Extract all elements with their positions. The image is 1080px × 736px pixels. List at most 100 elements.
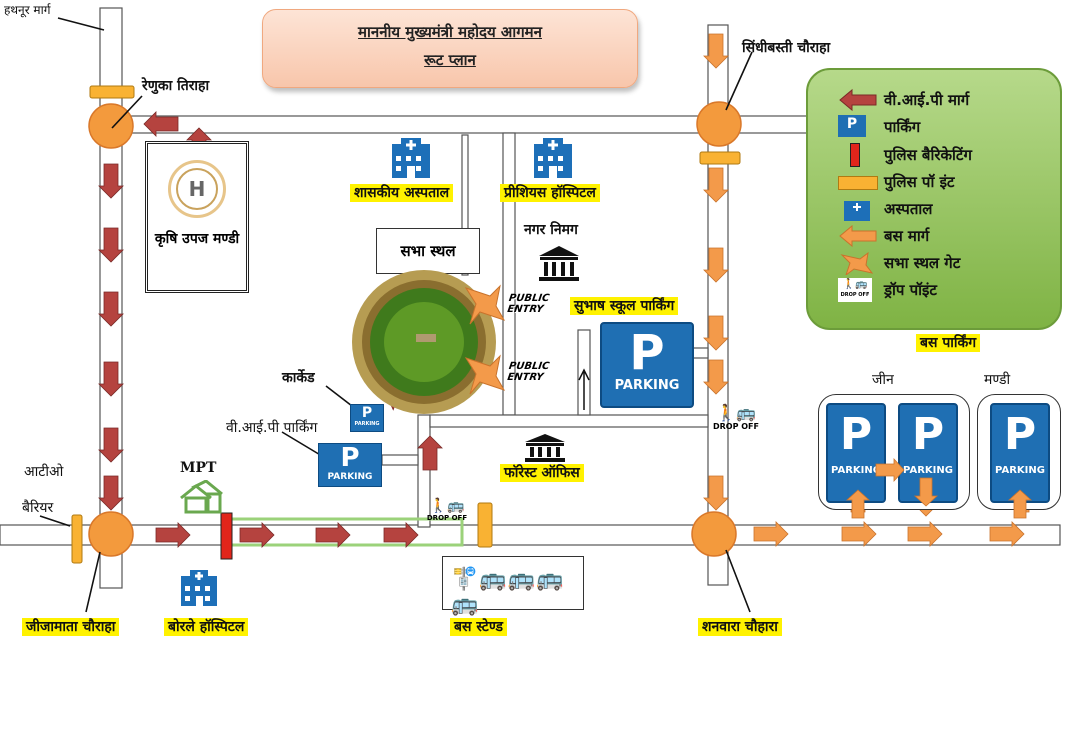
drop-off-text: DROP OFF bbox=[840, 292, 870, 298]
drop-point-icon: 🚶🚌DROP OFF bbox=[838, 278, 872, 302]
label-bus-stand: बस स्टेण्ड bbox=[450, 618, 507, 637]
pointer-hathnur bbox=[57, 17, 105, 31]
label-borle-hospital: बोरले हॉस्पिटल bbox=[164, 618, 249, 637]
hospital-icon bbox=[176, 568, 222, 608]
label-jeen: जीन bbox=[872, 372, 894, 388]
label-forest-office: फॉरेस्ट ऑफिस bbox=[500, 464, 584, 483]
helipad-letter: H bbox=[176, 168, 218, 210]
legend-label: अस्पताल bbox=[884, 200, 933, 218]
road-mid-horizontal bbox=[429, 414, 709, 428]
legend-item-venue-gate: सभा स्थल गेट bbox=[838, 251, 1053, 275]
parking-letter: P bbox=[911, 409, 945, 460]
label-krishi-upaj-mandi: कृषि उपज मण्डी bbox=[154, 231, 240, 247]
legend-item-hospital: अस्पताल bbox=[838, 197, 1053, 221]
venue-gate-icon bbox=[840, 251, 874, 275]
hospital-icon bbox=[844, 201, 870, 221]
label-renuka-tiraha: रेणुका तिराहा bbox=[142, 78, 210, 94]
legend-label: सभा स्थल गेट bbox=[884, 254, 961, 272]
junction-renuka bbox=[88, 103, 134, 149]
pointer-shanwara bbox=[725, 549, 751, 613]
label-shanwara-chauraha: शनवारा चौहारा bbox=[698, 618, 782, 637]
legend-item-barricading: पुलिस बैरिकेटिंग bbox=[838, 143, 1053, 167]
bus-arrow bbox=[846, 489, 870, 519]
legend-item-parking: P पार्किंग bbox=[838, 115, 1053, 139]
government-building-icon bbox=[522, 432, 568, 464]
parking-icon: P bbox=[838, 115, 866, 137]
label-mpt: MPT bbox=[180, 460, 217, 476]
label-sindhibasti: सिंधीबस्ती चौराहा bbox=[742, 40, 831, 56]
police-point bbox=[477, 502, 493, 548]
house-icon bbox=[178, 479, 224, 514]
legend-label: बस मार्ग bbox=[884, 227, 930, 245]
barricade-icon bbox=[850, 143, 860, 167]
parking-letter: P bbox=[1003, 409, 1037, 460]
krishi-upaj-mandi-box: H कृषि उपज मण्डी bbox=[145, 141, 249, 293]
legend-label: वी.आई.पी मार्ग bbox=[884, 91, 970, 109]
label-hathnur-road: हथनूर मार्ग bbox=[4, 3, 51, 17]
label-vip-parking: वी.आई.पी पार्किंग bbox=[226, 420, 318, 436]
pointer-jijamata bbox=[85, 551, 101, 613]
road-right-vertical bbox=[707, 24, 729, 586]
legend-label: ड्रॉप पॉइंट bbox=[884, 281, 937, 299]
road-vip-link bbox=[381, 454, 419, 466]
pedestrian-bus-icon: 🚶🚌 bbox=[716, 403, 756, 422]
police-point bbox=[71, 514, 83, 564]
label-sabha-sthal: सभा स्थल bbox=[400, 242, 456, 260]
bus-arrow bbox=[875, 458, 905, 482]
title-line1: माननीय मुख्यमंत्री महोदय आगमन bbox=[358, 23, 542, 41]
pointer-renuka bbox=[111, 95, 143, 129]
label-jijamata-chauraha: जीजामाता चौराहा bbox=[22, 618, 120, 637]
venue-gate-icon bbox=[464, 284, 506, 325]
legend-item-bus-route: बस मार्ग bbox=[838, 224, 1053, 248]
label-bus-parking: बस पार्किंग bbox=[916, 334, 981, 353]
drop-off-text: DROP OFF bbox=[426, 514, 468, 522]
parking-letter: P bbox=[846, 116, 858, 132]
legend-panel: वी.आई.पी मार्ग P पार्किंग पुलिस बैरिकेटि… bbox=[806, 68, 1062, 330]
subhash-up-arrow bbox=[578, 368, 590, 410]
parking-sign-carcade: P PARKING bbox=[350, 404, 384, 432]
parking-text: PARKING bbox=[354, 421, 380, 427]
parking-letter: P bbox=[839, 409, 873, 460]
title-line2: रूट प्लान bbox=[424, 51, 476, 69]
legend-item-drop-point: 🚶🚌DROP OFF ड्रॉप पॉइंट bbox=[838, 278, 1053, 302]
label-barrier: बैरियर bbox=[22, 500, 54, 516]
hospital-icon bbox=[386, 136, 436, 180]
drop-off-sign: 🚶🚌 DROP OFF bbox=[710, 404, 762, 438]
legend-label: पुलिस पॉ इंट bbox=[884, 173, 955, 191]
junction-shanwara bbox=[691, 511, 737, 557]
parking-text: PARKING bbox=[995, 465, 1045, 476]
label-mandi: मण्डी bbox=[984, 372, 1011, 388]
label-shaskiya-aspatal: शासकीय अस्पताल bbox=[350, 184, 454, 203]
parking-letter: P bbox=[361, 405, 373, 421]
pointer-sindhibasti bbox=[725, 51, 753, 111]
parking-sign-mandi: P PARKING bbox=[990, 403, 1050, 503]
venue-gate-icon bbox=[464, 354, 506, 395]
label-nagar-nigam: नगर निमग bbox=[524, 222, 578, 238]
road-sabha-link bbox=[461, 134, 469, 276]
police-point bbox=[699, 151, 741, 165]
bus-arrow bbox=[914, 477, 938, 507]
label-carcade: कार्केड bbox=[282, 370, 315, 386]
bus-arrow-icon bbox=[839, 224, 877, 248]
bus-arrow bbox=[1008, 489, 1032, 519]
vip-arrow-icon bbox=[839, 88, 877, 112]
legend-item-police-point: पुलिस पॉ इंट bbox=[838, 170, 1053, 194]
label-rto: आटीओ bbox=[24, 464, 64, 480]
legend-label: पार्किंग bbox=[884, 118, 921, 136]
legend-label: पुलिस बैरिकेटिंग bbox=[884, 146, 972, 164]
police-barricade bbox=[220, 512, 233, 560]
parking-text: PARKING bbox=[903, 465, 953, 476]
helipad-icon: H bbox=[168, 160, 226, 218]
hospital-icon bbox=[528, 136, 578, 180]
bus-stand-box: 🚏🚌🚌🚌🚌 bbox=[442, 556, 584, 617]
parking-letter: P bbox=[340, 443, 360, 473]
drop-off-text: DROP OFF bbox=[713, 422, 759, 431]
parking-text: PARKING bbox=[614, 378, 680, 393]
parking-letter: P bbox=[629, 325, 665, 381]
parking-sign-subhash: P PARKING bbox=[600, 322, 694, 408]
parking-text: PARKING bbox=[327, 472, 373, 482]
parking-sign-vip: P PARKING bbox=[318, 443, 382, 487]
